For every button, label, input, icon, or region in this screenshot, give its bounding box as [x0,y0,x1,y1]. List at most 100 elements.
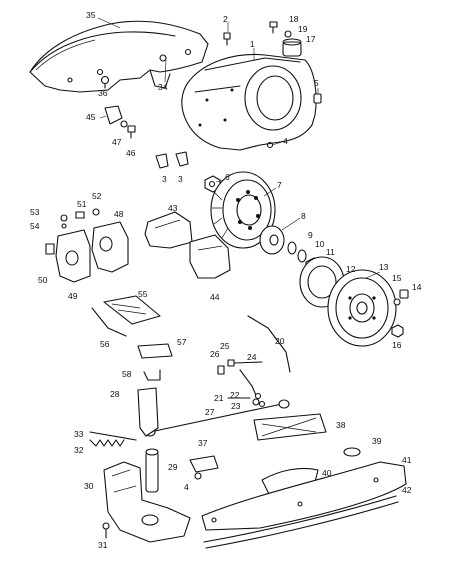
part-33-rod [89,431,137,441]
part-31-screw [102,522,110,539]
callout-29: 29 [168,462,178,472]
callout-30: 30 [84,481,94,491]
callout-27: 27 [205,407,215,417]
callout-8: 8 [301,211,306,221]
callout-42: 42 [402,485,412,495]
callout-18: 18 [289,14,299,24]
callout-31: 31 [98,540,108,550]
callout-10: 10 [315,239,325,249]
callout-37: 37 [198,438,208,448]
callout-24: 24 [247,352,257,362]
part-17-19-mount [269,21,302,57]
part-38-plate [253,413,327,441]
callout-40: 40 [322,468,332,478]
callout-19: 19 [298,24,308,34]
part-49-50-flap [45,229,91,283]
callout-11: 11 [326,247,335,257]
callout-17: 17 [306,34,316,44]
callout-7: 7 [277,180,282,190]
part-39-clip [343,447,361,457]
callout-4: 4 [283,136,288,146]
callout-51: 51 [77,199,87,209]
part-44-duct [189,234,231,279]
callout-26: 26 [210,349,220,359]
callout-1: 1 [250,39,255,49]
callout-53: 53 [30,207,40,217]
part-2-bolt [223,32,231,46]
callout-36: 36 [98,88,108,98]
part-45-47-bracket [104,105,136,139]
callout-2: 2 [223,14,228,24]
callout-3a: 3 [162,174,167,184]
part-3-clips [155,151,189,169]
callout-25: 25 [220,341,230,351]
callout-9: 9 [308,230,313,240]
callout-33: 33 [74,429,84,439]
callout-54: 54 [30,221,40,231]
part-29-tube [145,448,159,493]
part-35-cover-plate [29,20,209,93]
callout-55: 55 [138,289,148,299]
part-56-strip [91,307,127,337]
callout-47: 47 [112,137,122,147]
callout-39: 39 [372,436,382,446]
callout-48: 48 [114,209,124,219]
part-32-spring [89,439,125,447]
part-21-23-pins [227,392,266,408]
callout-52: 52 [92,191,102,201]
callout-56: 56 [100,339,110,349]
part-37-bracket [189,455,219,473]
callout-41: 41 [402,455,412,465]
callout-4b: 4 [184,482,189,492]
part-57-plate [137,343,173,359]
callout-12: 12 [346,264,356,274]
callout-14: 14 [412,282,422,292]
callout-46: 46 [126,148,136,158]
callout-labels: 1 2 3 3 4 4 5 6 7 8 9 10 11 12 13 14 15 … [30,10,422,550]
callout-22: 22 [230,390,240,400]
part-51-54-hardware [60,208,100,229]
callout-44: 44 [210,292,220,302]
part-24-26-linkage [217,359,263,406]
callout-34: 34 [158,82,168,92]
part-43-duct [144,211,193,249]
callout-45: 45 [86,112,96,122]
part-9-10-washers [287,241,307,263]
callout-23: 23 [231,401,241,411]
callout-21: 21 [214,393,224,403]
part-13-pulley [327,269,397,347]
part-28-flap [137,387,159,437]
part-48-flap [91,221,129,273]
part-42-seal [203,495,399,549]
part-5-sleeve [313,93,322,104]
part-36-screw [100,75,110,89]
callout-58: 58 [122,369,132,379]
part-30-heater-box [103,461,191,543]
callout-50: 50 [38,275,48,285]
callout-5: 5 [314,78,319,88]
callout-49: 49 [68,291,78,301]
part-7-fan-wheel [210,171,276,249]
callout-38: 38 [336,420,346,430]
part-20-rod [247,315,291,373]
part-41-apron [201,461,407,531]
part-14-16-fasteners [391,289,409,338]
part-58-clip [143,369,161,381]
leader-lines [97,17,381,279]
callout-16: 16 [392,340,402,350]
part-8-hub [259,225,285,255]
callout-43: 43 [168,203,178,213]
callout-28: 28 [110,389,120,399]
callout-57: 57 [177,337,187,347]
part-1-fan-housing [181,53,317,151]
callout-35: 35 [86,10,96,20]
callout-15: 15 [392,273,402,283]
part-55-shield [103,295,161,325]
callout-3b: 3 [178,174,183,184]
callout-20: 20 [275,336,285,346]
callout-13: 13 [379,262,389,272]
callout-6: 6 [225,172,230,182]
callout-32: 32 [74,445,84,455]
part-4-screw [194,472,202,480]
